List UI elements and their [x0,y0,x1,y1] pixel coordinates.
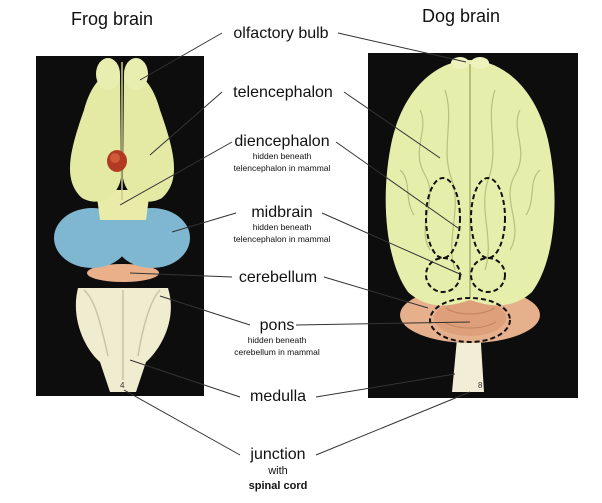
dog-brain-title: Dog brain [422,6,501,26]
dog-specimen-mark: 8 [478,381,483,390]
frog-brain-title: Frog brain [71,9,154,29]
label-diencephalon-main: diencephalon [234,133,330,150]
label-midbrain-sub1: hidden beneath [252,222,312,232]
label-pons-sub1: hidden beneath [247,335,307,345]
label-midbrain-sub2: telencephalon in mammal [233,233,331,244]
label-junction-main: junction [250,446,306,463]
label-midbrain-main: midbrain [251,204,313,221]
label-pons-main: pons [259,317,295,334]
label-cerebellum-main: cerebellum [238,269,318,286]
label-telencephalon: telencephalon [222,85,344,101]
frog-specimen-mark: 4 [120,381,125,390]
label-diencephalon-sub1: hidden beneath [252,151,312,161]
label-cerebellum: cerebellum [228,270,328,286]
leader-lines [119,32,471,456]
label-junction-sub1: with [268,465,288,477]
label-diencephalon-sub2: telencephalon in mammal [233,162,331,173]
label-medulla-main: medulla [249,388,307,405]
label-diencephalon: diencephalon hidden beneath telencephalo… [214,134,350,174]
label-medulla: medulla [238,389,318,405]
label-junction-sub2: spinal cord [248,479,308,492]
label-pons: pons hidden beneath cerebellum in mammal [222,318,332,358]
frog-brain-photo: 4 [36,56,204,396]
label-midbrain: midbrain hidden beneath telencephalon in… [214,205,350,245]
dog-brain-photo: 8 [368,53,578,398]
label-junction: junction with spinal cord [232,447,324,492]
label-olfactory-bulb-main: olfactory bulb [233,25,329,42]
label-telencephalon-main: telencephalon [233,84,333,101]
label-pons-sub2: cerebellum in mammal [234,346,320,357]
label-olfactory-bulb: olfactory bulb [222,26,340,42]
